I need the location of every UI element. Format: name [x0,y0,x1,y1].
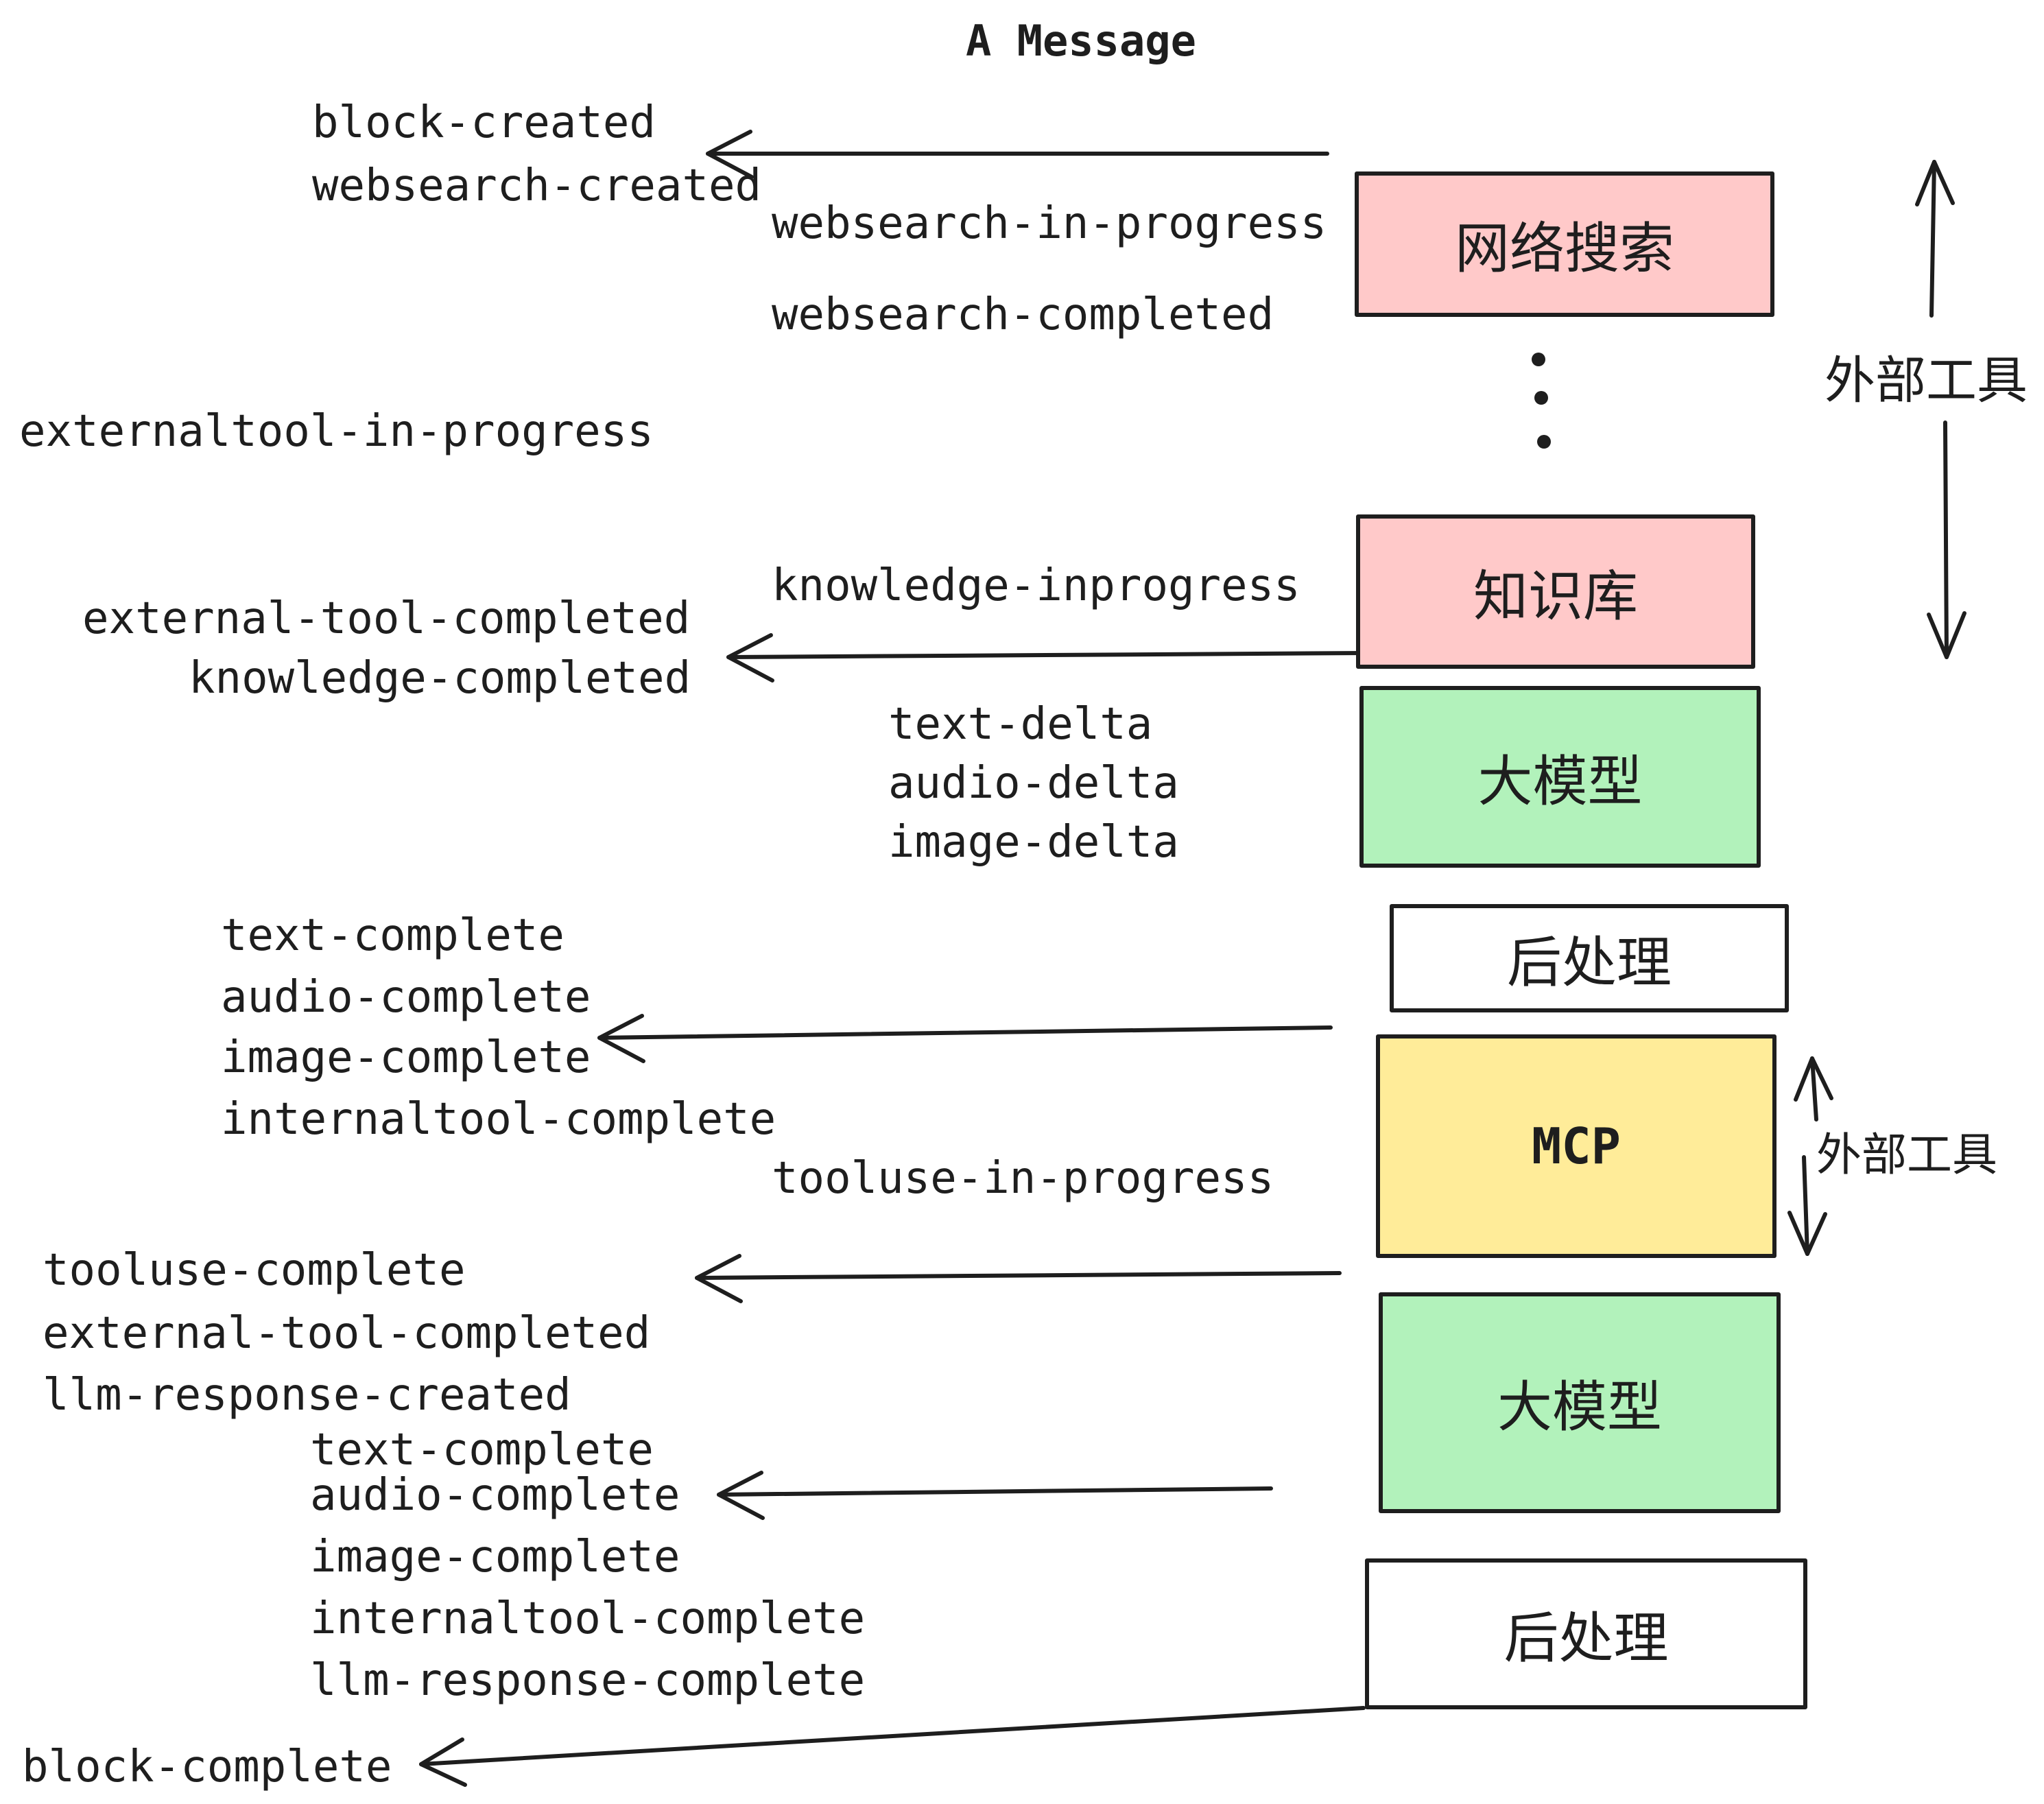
arrow-mcp-to-tooluse-complete [695,1254,1342,1303]
ellipsis-dots [1532,353,1551,449]
event-text-delta-1: text-delta [888,699,1153,750]
box-llm-1-label: 大模型 [1477,750,1643,812]
event-llm-response-created: llm-response-created [43,1370,571,1421]
event-block-created: block-created [312,97,656,148]
external-tools-label-top: 外部工具 [1825,352,2028,409]
event-audio-complete-1: audio-complete [221,972,591,1023]
arrow-postprocess1-to-image-complete [597,1014,1333,1063]
event-llm-response-complete: llm-response-complete [310,1655,866,1706]
external-tools-label-mcp: 外部工具 [1816,1129,1997,1180]
event-knowledge-completed: knowledge-completed [189,653,691,704]
arrow-llm2-to-audio-complete [717,1471,1273,1520]
box-llm-1: 大模型 [1359,686,1761,868]
event-websearch-created: websearch-created [312,161,762,211]
box-post-process-1: 后处理 [1390,904,1789,1012]
event-external-tool-completed-1: external-tool-completed [82,593,691,644]
event-block-complete: block-complete [22,1742,392,1792]
event-externaltool-in-progress: externaltool-in-progress [19,406,654,457]
box-knowledge-base-label: 知识库 [1473,565,1638,627]
box-web-search-label: 网络搜索 [1455,218,1674,279]
arrow-postprocess2-to-block-complete [419,1706,1366,1787]
box-post-process-2-label: 后处理 [1504,1608,1669,1669]
box-llm-2: 大模型 [1379,1292,1781,1513]
arrow-websearch-to-block-created [706,130,1329,179]
arrow-external-tools-down-1 [1927,420,1966,659]
box-knowledge-base: 知识库 [1356,514,1755,669]
event-text-complete-1: text-complete [221,910,565,961]
event-knowledge-inprogress: knowledge-inprogress [772,560,1300,611]
box-llm-2-label: 大模型 [1497,1377,1662,1438]
box-mcp-label: MCP [1531,1117,1621,1175]
event-image-complete-1: image-complete [221,1032,591,1083]
arrow-external-tools-up-1 [1915,160,1955,318]
event-audio-delta-1: audio-delta [888,758,1179,809]
box-post-process-2: 后处理 [1365,1558,1807,1709]
box-mcp: MCP [1376,1034,1776,1258]
event-websearch-in-progress: websearch-in-progress [772,198,1327,249]
box-post-process-1-label: 后处理 [1507,932,1672,993]
diagram-title: A Message [966,16,1196,66]
event-image-complete-2: image-complete [310,1532,680,1582]
arrow-external-tools-up-2 [1794,1056,1833,1121]
arrow-external-tools-down-2 [1787,1155,1827,1256]
event-internaltool-complete-1: internaltool-complete [221,1094,776,1145]
arrow-knowledge-to-knowledge-completed [726,633,1368,683]
event-external-tool-completed-2: external-tool-completed [43,1308,651,1359]
event-image-delta-1: image-delta [888,817,1179,868]
box-web-search: 网络搜索 [1355,171,1774,317]
event-text-complete-2: text-complete [310,1425,654,1475]
event-audio-complete-2: audio-complete [310,1470,680,1521]
event-websearch-completed: websearch-completed [772,289,1274,340]
event-tooluse-complete: tooluse-complete [43,1245,466,1296]
event-tooluse-in-progress: tooluse-in-progress [772,1153,1274,1204]
event-internaltool-complete-2: internaltool-complete [310,1593,866,1644]
